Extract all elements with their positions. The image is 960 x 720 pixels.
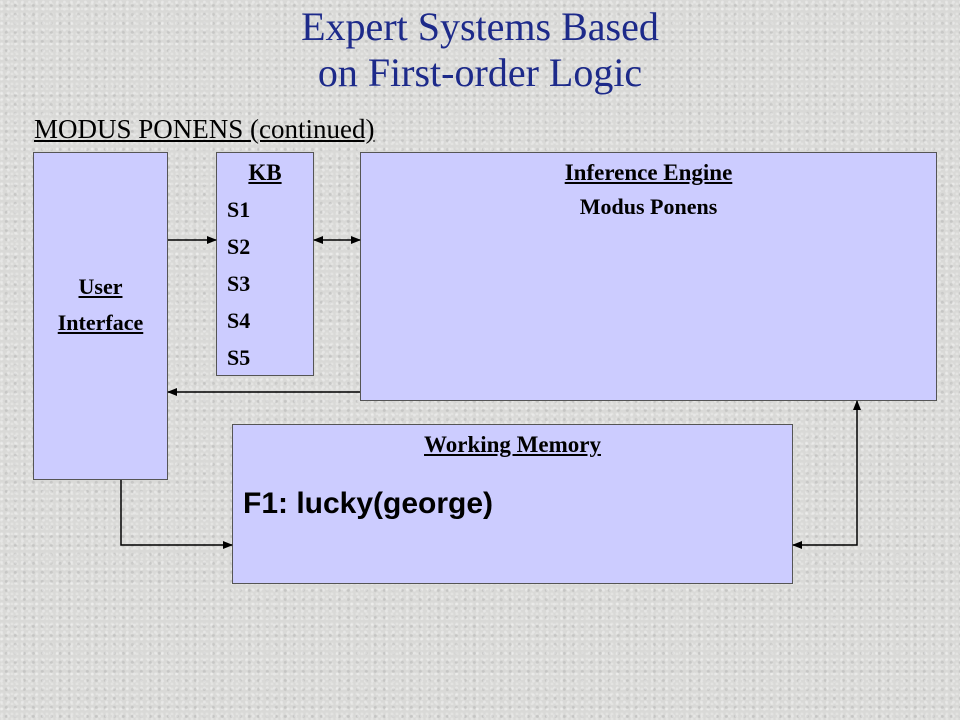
- arrow-working-memory-inference: [792, 400, 861, 549]
- working-memory-fact: F1: lucky(george): [243, 487, 494, 520]
- kb-item-s3: S3: [227, 271, 251, 296]
- kb-item-s1: S1: [227, 197, 251, 222]
- user-interface-box: User Interface: [33, 152, 168, 480]
- kb-box: KB S1 S2 S3 S4 S5: [216, 152, 314, 376]
- title-line-1: Expert Systems Based: [301, 4, 659, 49]
- slide-subtitle: MODUS PONENS (continued): [34, 114, 375, 144]
- working-memory-title: Working Memory: [424, 432, 601, 457]
- inference-engine-title: Inference Engine: [564, 160, 733, 185]
- inference-engine-box: Inference Engine Modus Ponens: [360, 152, 937, 401]
- title-line-2: on First-order Logic: [317, 50, 643, 95]
- user-interface-label: User Interface: [34, 269, 167, 341]
- slide-title: Expert Systems Based on First-order Logi…: [180, 4, 780, 96]
- kb-title: KB: [248, 160, 282, 185]
- user-interface-label-line-2: Interface: [57, 310, 144, 335]
- inference-engine-subtitle: Modus Ponens: [579, 194, 718, 219]
- user-interface-label-line-1: User: [78, 274, 123, 299]
- arrow-ui-to-working-memory: [120, 480, 233, 549]
- kb-item-s4: S4: [227, 308, 251, 333]
- working-memory-box: Working Memory F1: lucky(george): [232, 424, 793, 584]
- kb-item-s5: S5: [227, 345, 251, 370]
- kb-item-s2: S2: [227, 234, 251, 259]
